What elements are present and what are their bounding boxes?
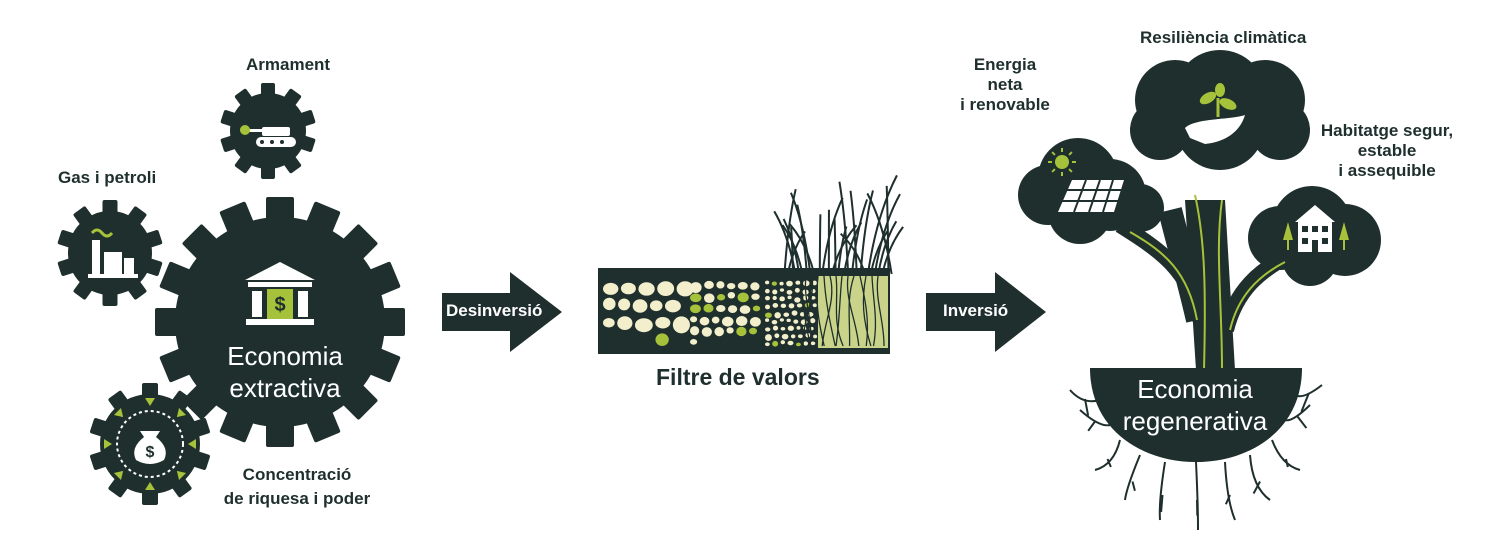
filter-title: Filtre de valors (656, 364, 820, 390)
house-icon (1283, 205, 1349, 252)
label-housing-line1: Habitatge segur, (1320, 121, 1454, 140)
svg-text:$: $ (274, 294, 285, 316)
main-gear-label: Economia extractiva (200, 340, 370, 404)
label-housing-line3: i assequible (1338, 161, 1436, 180)
label-energy: Energia neta i renovable (950, 55, 1060, 115)
solar-panel-icon (1058, 179, 1124, 213)
seedling-hand-icon (1185, 83, 1245, 144)
label-armament: Armament (246, 55, 331, 74)
label-energy-line1: Energia (973, 55, 1037, 74)
sun-icon (1048, 148, 1076, 176)
main-gear-line1: Economia (227, 341, 343, 371)
gear-armament (220, 83, 316, 179)
label-wealth-line2: de riquesa i poder (223, 489, 371, 508)
label-housing-line2: estable (1357, 141, 1417, 160)
label-gas: Gas i petroli (58, 168, 157, 187)
main-gear-line2: extractiva (229, 373, 341, 403)
svg-text:$: $ (146, 444, 155, 461)
tank-icon (240, 125, 296, 147)
arrow-divest-label: Desinversió (446, 301, 543, 320)
arrow-invest-label: Inversió (943, 301, 1009, 320)
label-resilience: Resiliència climàtica (1140, 28, 1307, 47)
tree-base-line2: regenerativa (1122, 406, 1268, 436)
label-energy-line3: i renovable (960, 95, 1050, 114)
oil-refinery-icon (88, 228, 138, 278)
label-housing: Habitatge segur, estable i assequible (1312, 121, 1462, 181)
bank-icon: $ (245, 262, 315, 325)
arrow-divest (442, 272, 562, 352)
money-bag-icon: $ (104, 398, 196, 490)
values-filter (598, 174, 904, 354)
tree-base-label: Economia regenerativa (1110, 373, 1280, 437)
arrow-invest (926, 272, 1046, 352)
label-energy-line2: neta (987, 75, 1023, 94)
tree-base-line1: Economia (1137, 374, 1253, 404)
label-wealth-line1: Concentració (242, 465, 352, 484)
label-wealth: Concentració de riquesa i poder (212, 465, 382, 509)
